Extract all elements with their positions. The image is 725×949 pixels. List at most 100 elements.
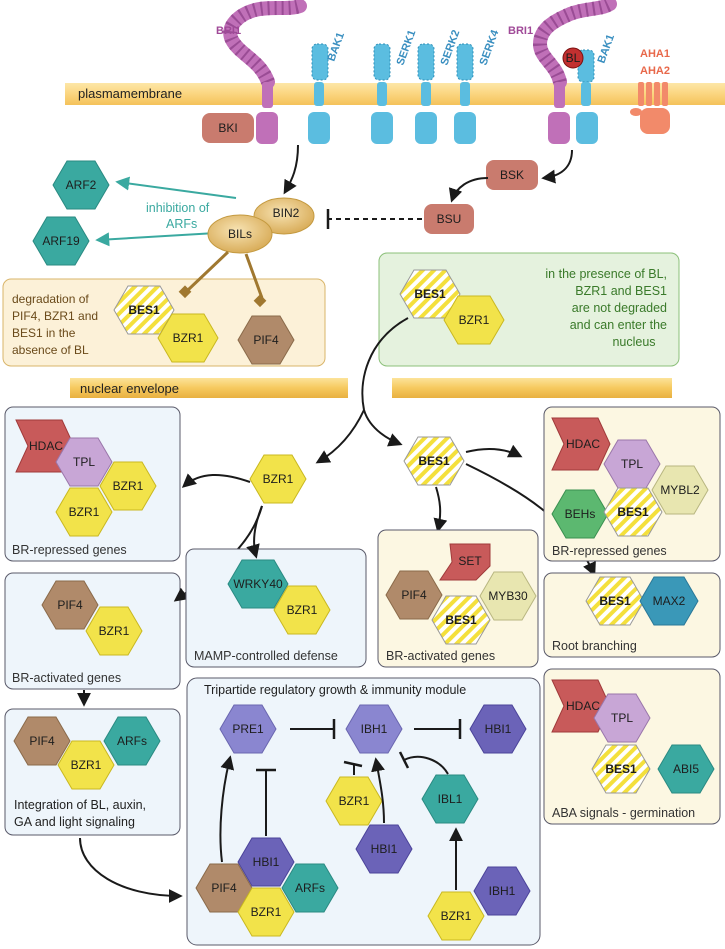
presence-text-4: nucleus bbox=[612, 335, 655, 349]
bzr1-hexagon-center bbox=[249, 454, 307, 504]
nuclear-envelope-right bbox=[392, 378, 672, 398]
arf2-hexagon bbox=[52, 160, 110, 210]
arrow-bes1-to-activated-mid bbox=[433, 486, 448, 533]
bsu-label: BSU bbox=[437, 212, 462, 226]
pre1-hexagon bbox=[219, 704, 277, 754]
bin2-targets-pif4 bbox=[244, 253, 264, 299]
bri1-receptor-right bbox=[532, 0, 617, 144]
bzr1-label-center: BZR1 bbox=[263, 472, 294, 486]
bils-label: BILs bbox=[228, 227, 252, 241]
pif4-hexagon-act-mid bbox=[385, 570, 443, 620]
pif4-label-act-left: PIF4 bbox=[57, 598, 83, 612]
bzr1-hexagon-rep-left-b bbox=[99, 461, 157, 511]
bzr1-label-act-left: BZR1 bbox=[99, 624, 130, 638]
arfs-label-int: ARFs bbox=[117, 734, 147, 748]
bin2-oval bbox=[253, 197, 315, 235]
br-repressed-right-caption: BR-repressed genes bbox=[552, 544, 667, 558]
nuclear-envelope-label: nuclear envelope bbox=[80, 381, 179, 396]
bils-oval bbox=[207, 214, 273, 254]
wrky40-hexagon bbox=[227, 559, 289, 609]
myb30-hexagon bbox=[479, 571, 537, 621]
hdac-chevron-right bbox=[551, 417, 611, 471]
hbi1-label-mid: HBI1 bbox=[371, 842, 398, 856]
bes1-label-degradation: BES1 bbox=[128, 303, 160, 317]
tripartite-title: Tripartide regulatory growth & immunity … bbox=[204, 683, 466, 697]
bsu-protein bbox=[424, 204, 474, 234]
set-chevron bbox=[439, 543, 491, 581]
br-repressed-left-caption: BR-repressed genes bbox=[12, 543, 127, 557]
ibl1-label: IBL1 bbox=[438, 792, 463, 806]
arrow-integration-to-module bbox=[79, 837, 183, 903]
pif4-activates-pre1 bbox=[219, 755, 235, 863]
bzr1-hexagon-act-left bbox=[85, 606, 143, 656]
serk2-receptor bbox=[415, 43, 437, 144]
bzr1-label-right: BZR1 bbox=[441, 909, 472, 923]
bes1-label-rep-right: BES1 bbox=[617, 505, 649, 519]
hdac-label-right: HDAC bbox=[566, 437, 600, 451]
hbi1-activates-ibh1 bbox=[371, 757, 385, 824]
hbi1-label-top: HBI1 bbox=[485, 722, 512, 736]
tpl-label-left: TPL bbox=[73, 455, 95, 469]
pif4-hexagon-int bbox=[13, 716, 71, 766]
bin2-targets-bes1 bbox=[186, 250, 230, 292]
integration-caption-1: Integration of BL, auxin, bbox=[14, 798, 146, 812]
bri1-label-right: BRI1 bbox=[508, 25, 533, 37]
bes1-hexagon-aba bbox=[591, 744, 651, 794]
bes1-label-center: BES1 bbox=[418, 454, 450, 468]
bes1-hexagon-center bbox=[403, 436, 465, 486]
abi5-label: ABI5 bbox=[673, 762, 699, 776]
bak1-label-right: BAK1 bbox=[596, 33, 618, 65]
arrow-to-arf19 bbox=[95, 232, 217, 247]
bes1-label-presence: BES1 bbox=[414, 287, 446, 301]
ibh1-label-top: IBH1 bbox=[361, 722, 388, 736]
degradation-text-3: absence of BL bbox=[12, 343, 89, 357]
arrow-bri1-to-bin2 bbox=[283, 144, 299, 195]
bzr1-label-degradation: BZR1 bbox=[173, 331, 204, 345]
arfs-label-module: ARFs bbox=[295, 881, 325, 895]
mamp-caption: MAMP-controlled defense bbox=[194, 649, 338, 663]
bes1-label-act-mid: BES1 bbox=[445, 613, 477, 627]
bes1-hexagon-rep-right bbox=[603, 487, 663, 537]
presence-text-1: BZR1 and BES1 bbox=[575, 284, 667, 298]
integration-caption-2: GA and light signaling bbox=[14, 815, 135, 829]
bzr1-label-int: BZR1 bbox=[71, 758, 102, 772]
arfs-hexagon-int bbox=[103, 716, 161, 766]
bzr1-label-low: BZR1 bbox=[251, 905, 282, 919]
bl-ligand bbox=[562, 47, 584, 69]
tpl-hexagon-aba bbox=[593, 693, 651, 743]
pif4-label-module: PIF4 bbox=[211, 881, 237, 895]
serk1-receptor bbox=[371, 43, 393, 144]
bzr1-hexagon-degradation bbox=[157, 313, 219, 363]
bes1-hexagon-degradation bbox=[113, 285, 175, 335]
arf19-hexagon bbox=[32, 216, 90, 266]
bki-protein bbox=[202, 113, 254, 143]
bzr1-hexagon-low bbox=[237, 887, 295, 937]
bri1-label-left: BRI1 bbox=[216, 25, 241, 37]
serk1-label: SERK1 bbox=[395, 28, 419, 67]
mybl2-hexagon bbox=[651, 465, 709, 515]
presence-text-3: and can enter the bbox=[570, 318, 667, 332]
ibl1-inhibits-ibh1 bbox=[403, 755, 449, 775]
mybl2-label: MYBL2 bbox=[660, 483, 700, 497]
hbi1-label-low: HBI1 bbox=[253, 855, 280, 869]
serk4-label: SERK4 bbox=[478, 28, 502, 67]
bzr1-label-presence: BZR1 bbox=[459, 313, 490, 327]
bzr1-label-rep-left-b: BZR1 bbox=[113, 479, 144, 493]
bzr1-hexagon-int bbox=[57, 740, 115, 790]
bl-label: BL bbox=[566, 51, 581, 65]
bes1-label-root: BES1 bbox=[599, 594, 631, 608]
hbi1-hexagon-mid bbox=[355, 824, 413, 874]
plasma-membrane-label: plasmamembrane bbox=[78, 86, 182, 101]
bzr1-hexagon-right bbox=[427, 891, 485, 941]
ibh1-hexagon-top bbox=[345, 704, 403, 754]
arrow-to-arf2 bbox=[115, 176, 237, 199]
serk4-receptor bbox=[454, 43, 476, 144]
arrow-bzr1-to-repressed bbox=[181, 473, 251, 488]
ibh1-label-low: IBH1 bbox=[489, 884, 516, 898]
aha1-label: AHA1 bbox=[640, 48, 670, 60]
bsk-label: BSK bbox=[500, 168, 524, 182]
arrow-bes1-to-repressed-right bbox=[465, 444, 523, 458]
pif4-label-degradation: PIF4 bbox=[253, 333, 279, 347]
bzr1-hexagon-mamp bbox=[273, 585, 331, 635]
